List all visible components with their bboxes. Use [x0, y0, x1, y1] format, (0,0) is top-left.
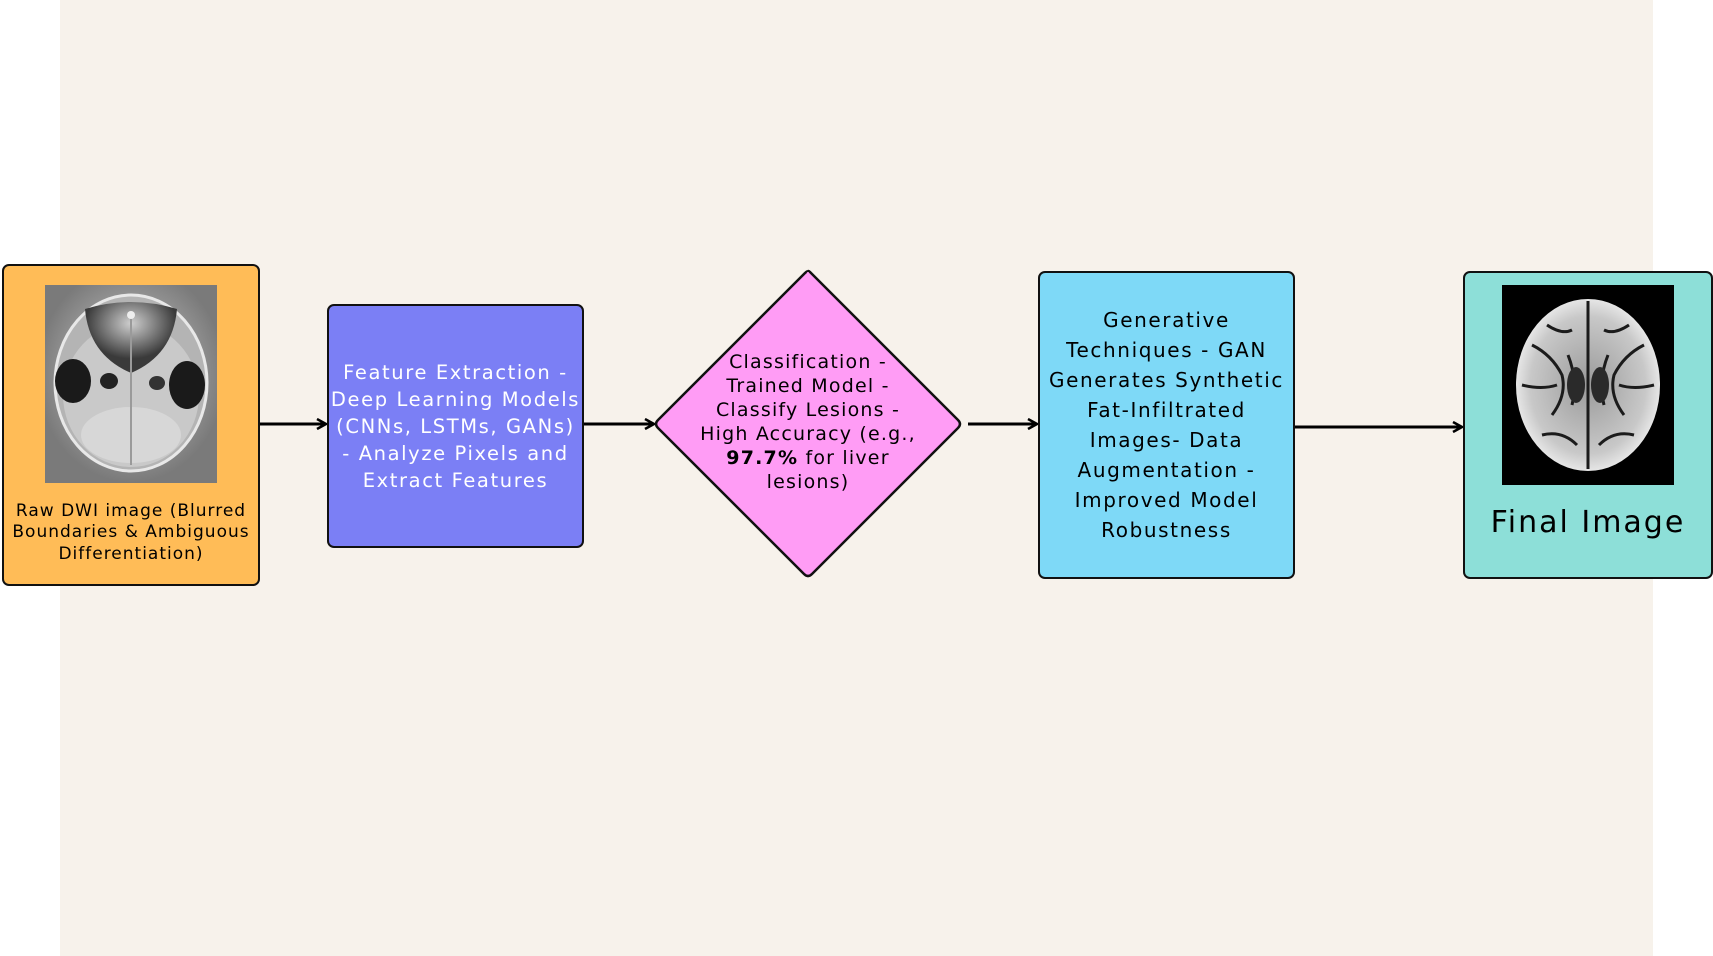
- generative-techniques-label: Generative Techniques - GAN Generates Sy…: [1048, 308, 1284, 542]
- brain-mri-image: [1502, 285, 1674, 485]
- classification-diamond: [654, 269, 962, 578]
- classification-label-start: Classification - Trained Model - Classif…: [700, 351, 916, 445]
- classification-label-end: for liver lesions): [766, 447, 890, 493]
- classification-label: Classification - Trained Model - Classif…: [690, 350, 926, 494]
- feature-extraction-label: Feature Extraction - Deep Learning Model…: [330, 360, 581, 492]
- final-image-label: Final Image: [1490, 505, 1686, 540]
- liver-dwi-scan-image: [45, 285, 217, 483]
- generative-techniques-node: Generative Techniques - GAN Generates Sy…: [1038, 271, 1295, 579]
- final-image-node: Final Image: [1463, 271, 1713, 579]
- raw-dwi-image-node: Raw DWI image (Blurred Boundaries & Ambi…: [2, 264, 260, 586]
- raw-dwi-image-label: Raw DWI image (Blurred Boundaries & Ambi…: [12, 501, 250, 564]
- accuracy-value: 97.7%: [726, 447, 799, 469]
- feature-extraction-node: Feature Extraction - Deep Learning Model…: [327, 304, 584, 548]
